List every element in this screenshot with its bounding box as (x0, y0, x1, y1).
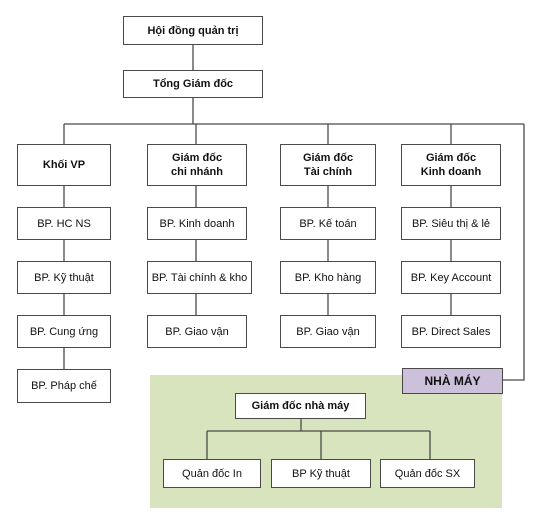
factory-tag-label: NHÀ MÁY (424, 374, 481, 388)
unit-box: BP. Kinh doanh (147, 207, 247, 240)
unit-box: BP. Tài chính & kho (147, 261, 252, 294)
unit-label: Quản đốc In (182, 467, 242, 480)
unit-box: BP. Giao vận (280, 315, 376, 348)
head-line: Tài chính (303, 166, 353, 178)
unit-label: BP. Tài chính & kho (151, 271, 248, 284)
unit-label: BP. HC NS (37, 217, 91, 230)
unit-label: BP. Kế toán (299, 217, 357, 230)
unit-box: BP. Siêu thị & lẻ (401, 207, 501, 240)
unit-box: BP. Direct Sales (401, 315, 501, 348)
unit-label: BP. Kinh doanh (159, 217, 235, 230)
ceo-label: Tổng Giám đốc (152, 78, 234, 90)
factory-unit-box: Quản đốc In (163, 459, 261, 488)
head-line: Kinh doanh (420, 166, 482, 178)
unit-box: BP. Giao vận (147, 315, 247, 348)
unit-label: BP. Pháp chế (31, 380, 97, 392)
unit-label: Quản đốc SX (394, 467, 461, 480)
unit-box: BP. Cung ứng (17, 315, 111, 348)
connector-factory (503, 124, 525, 381)
head-line: Giám đốc (302, 152, 354, 164)
head-line: chi nhánh (171, 166, 223, 178)
head-line: Giám đốc (425, 152, 477, 164)
unit-label: BP. Key Account (410, 271, 492, 284)
factory-unit-box: BP Kỹ thuật (271, 459, 371, 488)
unit-label: BP. Siêu thị & lẻ (411, 217, 491, 230)
head-box-1: Khối VP (17, 144, 111, 186)
factory-director-label: Giám đốc nhà máy (251, 400, 350, 412)
head-line: Giám đốc (171, 152, 223, 164)
board-box: Hội đồng quản trị (123, 16, 263, 45)
head-box-2: Giám đốc chi nhánh (147, 144, 247, 186)
head-line: Khối VP (42, 159, 86, 171)
unit-label: BP. Giao vận (296, 325, 360, 338)
ceo-box: Tổng Giám đốc (123, 70, 263, 98)
unit-box: BP. Kỹ thuật (17, 261, 111, 294)
factory-tag: NHÀ MÁY (402, 368, 503, 394)
unit-label: BP. Kỹ thuật (34, 271, 94, 284)
unit-box: BP. Pháp chế (17, 369, 111, 403)
unit-label: BP. Giao vận (165, 325, 229, 338)
unit-label: BP. Cung ứng (29, 325, 99, 338)
unit-box: BP. Kế toán (280, 207, 376, 240)
unit-box: BP. Kho hàng (280, 261, 376, 294)
factory-director-box: Giám đốc nhà máy (235, 393, 366, 419)
factory-unit-box: Quản đốc SX (380, 459, 475, 488)
board-label: Hội đồng quản trị (147, 24, 239, 37)
unit-label: BP. Direct Sales (411, 325, 491, 338)
unit-box: BP. HC NS (17, 207, 111, 240)
unit-label: BP. Kho hàng (294, 271, 362, 284)
unit-label: BP Kỹ thuật (292, 467, 350, 480)
unit-box: BP. Key Account (401, 261, 501, 294)
